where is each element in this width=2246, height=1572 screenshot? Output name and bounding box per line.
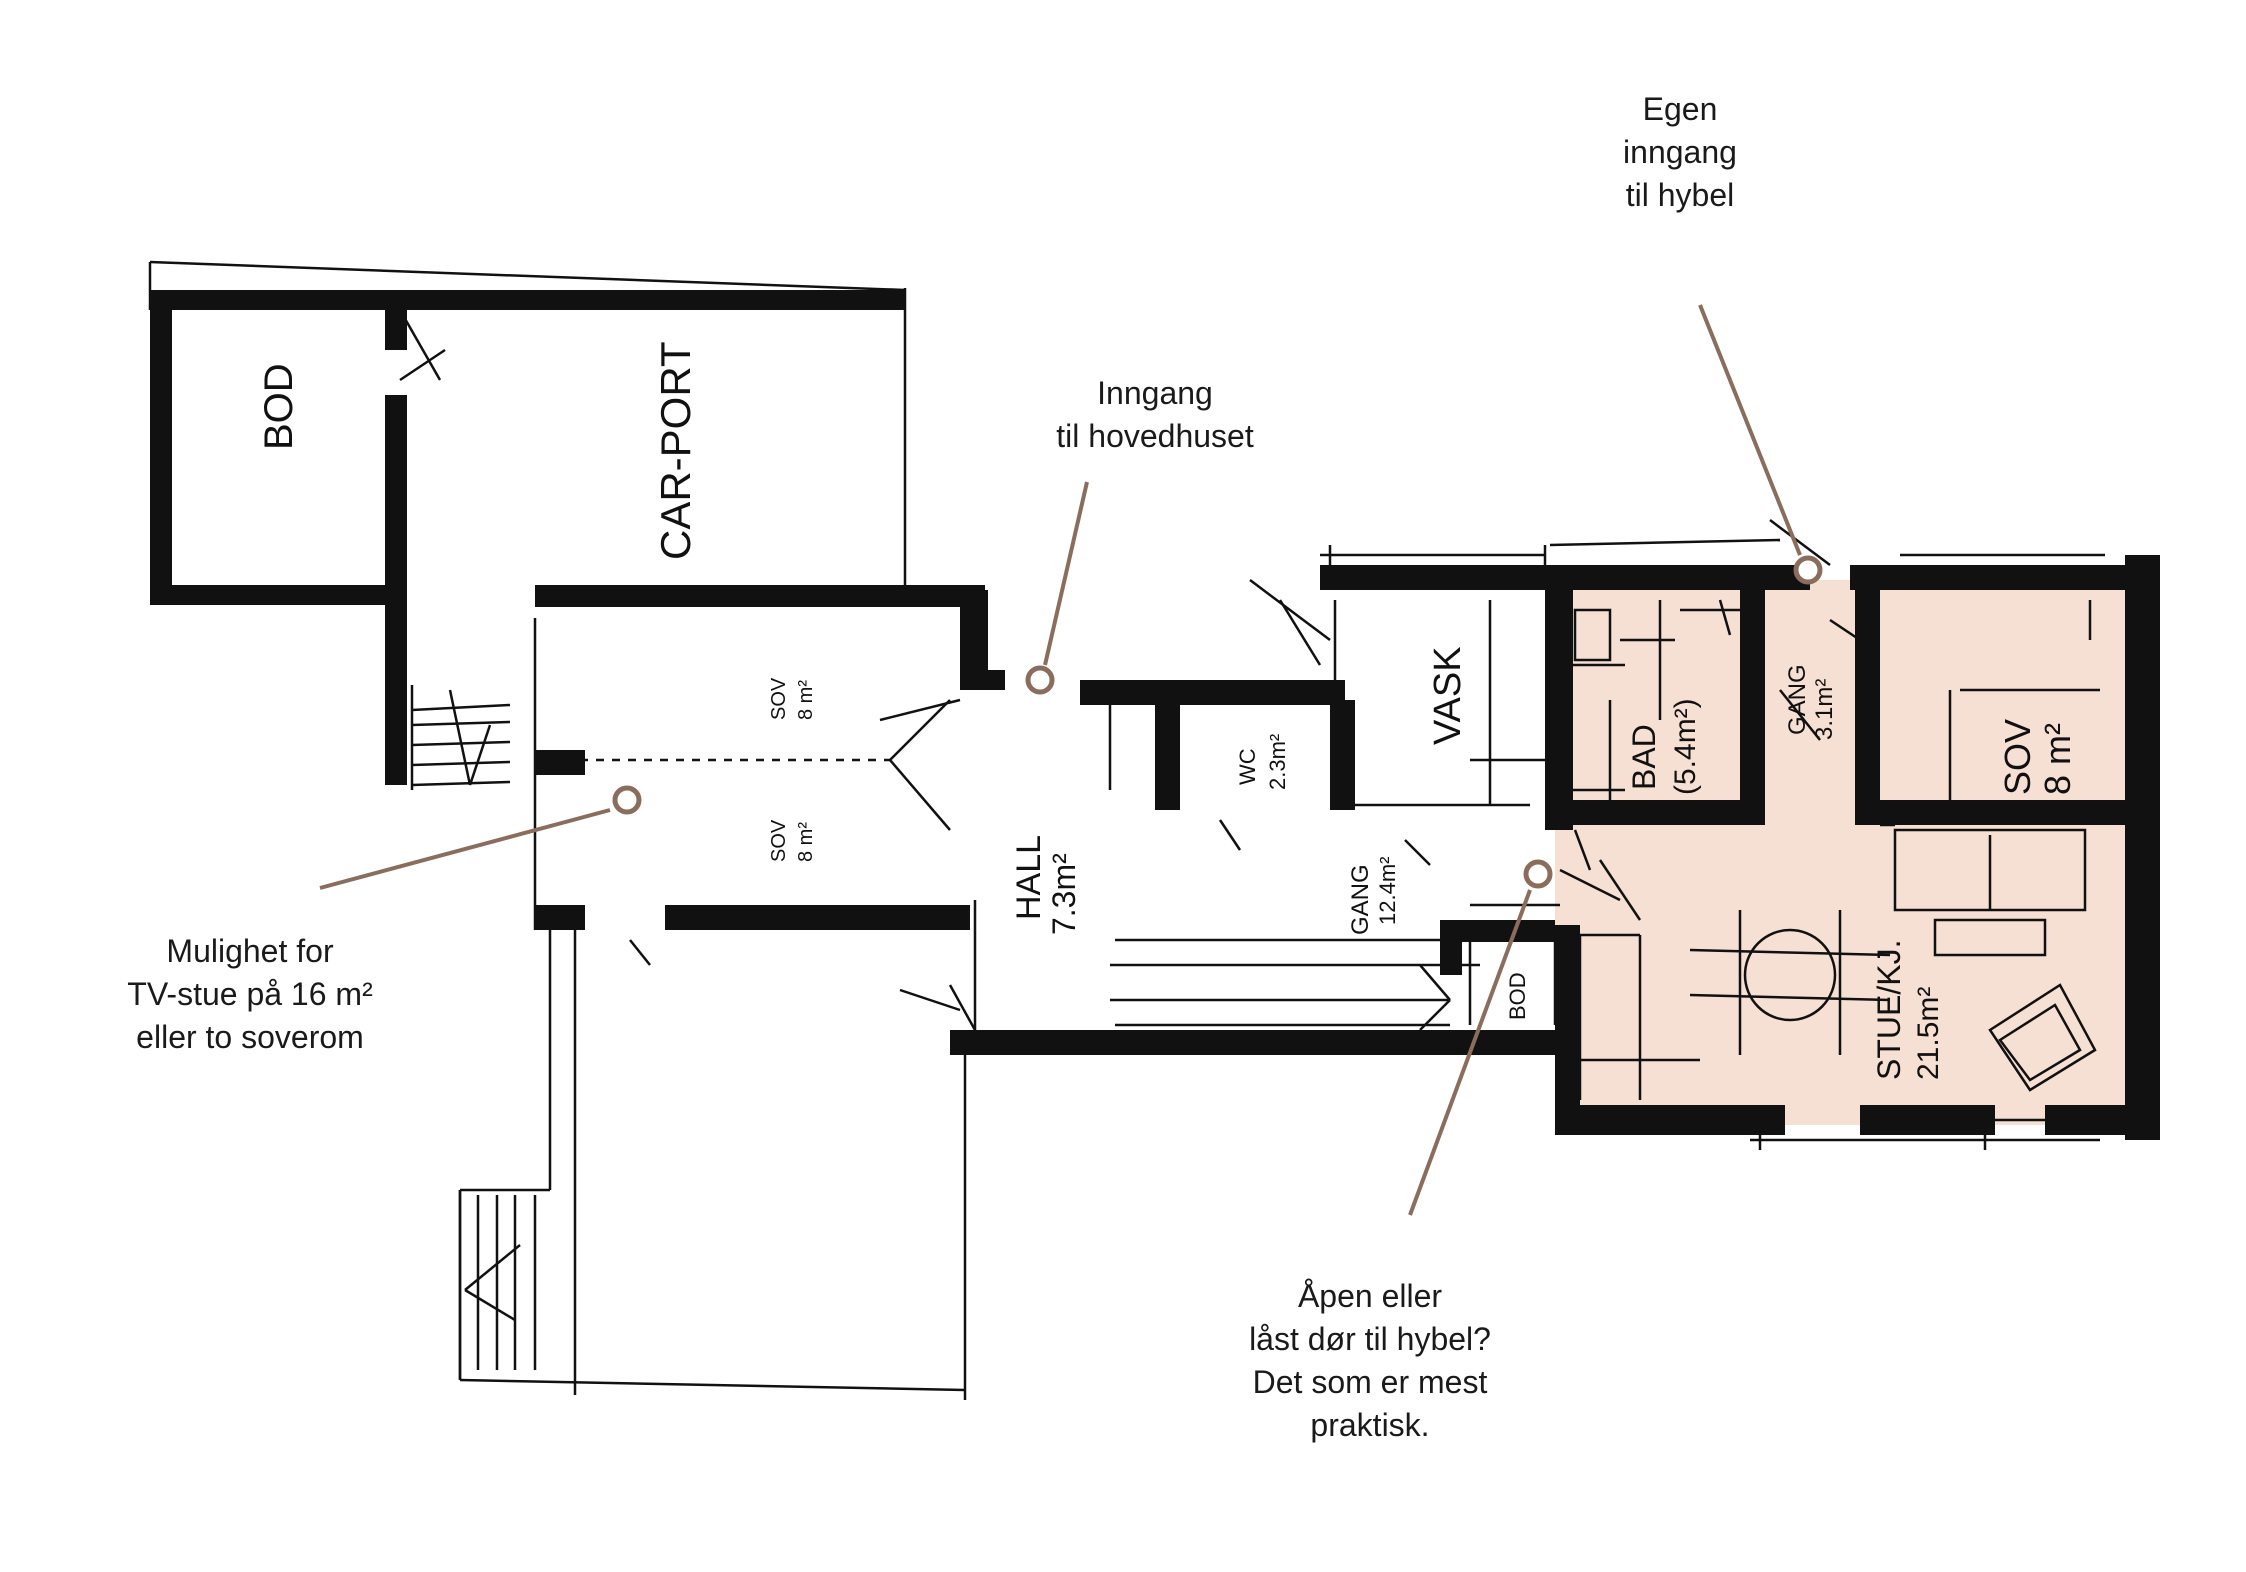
room-sov-lower-name: SOV xyxy=(768,819,790,862)
room-stue-area: 21.5m² xyxy=(1912,987,1945,1080)
callout-egen-inngang: Egen inngang til hybel xyxy=(1623,91,1737,213)
room-labels: BOD CAR-PORT SOV 8 m² SOV 8 m² HALL 7.3m… xyxy=(257,341,2078,1080)
room-gang-main-name: GANG xyxy=(1347,864,1374,935)
room-carport: CAR-PORT xyxy=(652,341,699,560)
room-gang-hybel-name: GANG xyxy=(1784,664,1811,735)
room-sov-lower-area: 8 m² xyxy=(795,822,817,862)
room-sov-upper-area: 8 m² xyxy=(795,680,817,720)
marker-tv-stue xyxy=(612,785,642,815)
room-vask: VASK xyxy=(1427,646,1469,745)
callout-tv-stue: Mulighet for TV-stue på 16 m² eller to s… xyxy=(127,933,373,1055)
callout-apen-dor: Åpen eller låst dør til hybel? Det som e… xyxy=(1249,1278,1491,1443)
room-bod: BOD xyxy=(257,363,301,450)
room-sov-hybel-name: SOV xyxy=(1997,719,2038,795)
room-sov-upper-name: SOV xyxy=(768,677,790,720)
marker-inngang-hovedhus xyxy=(1025,665,1055,695)
room-wc-area: 2.3m² xyxy=(1265,734,1290,790)
room-hall-name: HALL xyxy=(1010,835,1048,920)
callout-markers xyxy=(612,555,1823,889)
room-bod2: BOD xyxy=(1505,972,1530,1020)
room-gang-main-area: 12.4m² xyxy=(1375,857,1400,925)
room-stue-name: STUE/KJ. xyxy=(1871,940,1907,1080)
room-bad-area: (5.4m²) xyxy=(1669,698,1702,795)
callout-inngang-hovedhus: Inngang til hovedhuset xyxy=(1056,375,1254,454)
marker-apen-dor xyxy=(1523,859,1553,889)
marker-egen-inngang xyxy=(1793,555,1823,585)
room-wc-name: WC xyxy=(1235,748,1260,785)
room-hall-area: 7.3m² xyxy=(1046,853,1082,935)
walls xyxy=(150,290,2160,1140)
hybel-area xyxy=(1555,580,2150,1125)
callout-lines xyxy=(319,304,1802,1216)
thin-lines xyxy=(148,260,2105,1400)
room-gang-hybel-area: 3.1m² xyxy=(1811,679,1838,740)
room-sov-hybel-area: 8 m² xyxy=(2037,723,2078,795)
room-bad-name: BAD xyxy=(1626,724,1662,790)
